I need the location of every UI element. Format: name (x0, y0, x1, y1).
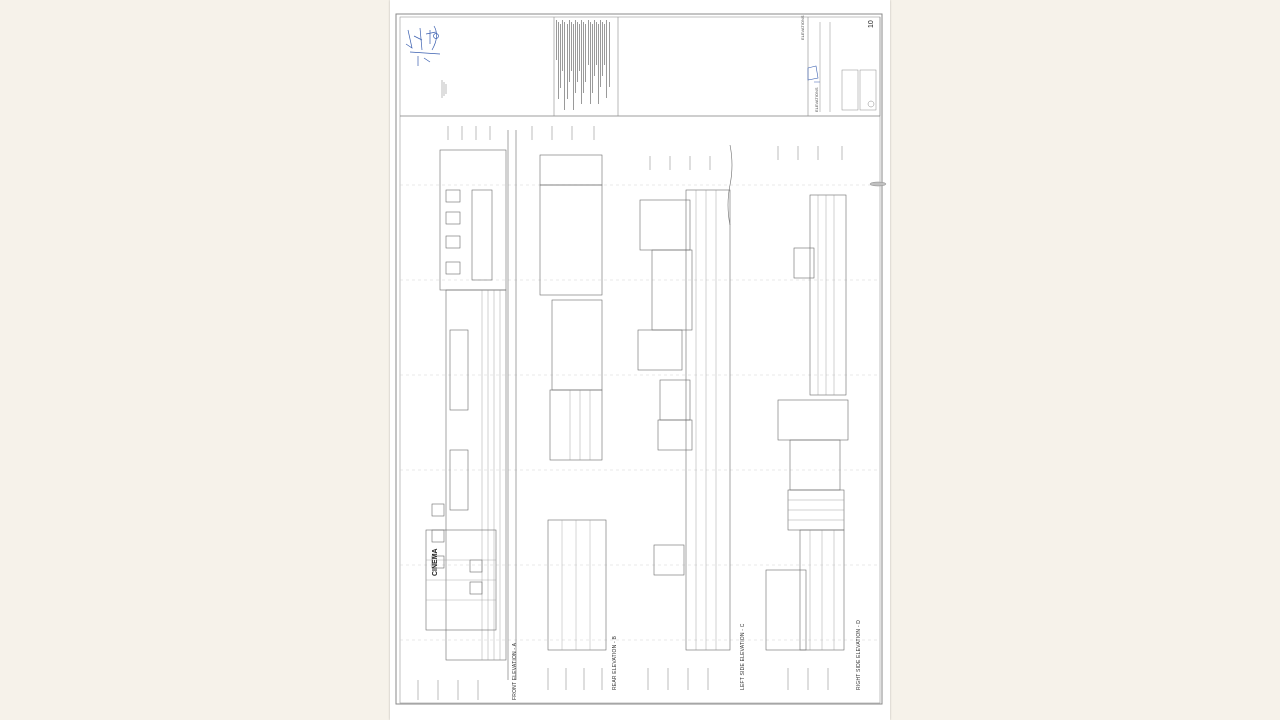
left-elevation-label: LEFT SIDE ELEVATION - C (740, 623, 746, 690)
elevation-c (637, 144, 733, 651)
note-text-line (608, 22, 610, 87)
signature-small (441, 80, 447, 98)
general-notes (552, 16, 612, 114)
elevation-b (539, 154, 607, 651)
note-text-line (572, 24, 574, 110)
note-text-line (600, 20, 602, 87)
sheet-title-label: ELEVATIONS (800, 15, 805, 40)
elevation-d (765, 194, 849, 651)
note-text-line (606, 20, 608, 98)
guide-lines (400, 184, 880, 641)
sheet-outer-border (395, 13, 883, 705)
note-text-line (593, 20, 595, 76)
right-elevation-label: RIGHT SIDE ELEVATION - D (856, 619, 862, 690)
note-text-line (574, 20, 576, 93)
staple-mark (869, 181, 887, 187)
drawing-canvas (395, 13, 887, 705)
sheet-number: 10 (868, 20, 875, 28)
note-text-line (598, 24, 599, 104)
note-text-line (581, 20, 583, 104)
note-text-line (570, 22, 572, 71)
note-text-line (604, 24, 606, 65)
signature-stamp (405, 25, 441, 66)
title-block-stamp (807, 65, 820, 83)
note-text-line (595, 22, 597, 65)
note-text-line (587, 20, 589, 65)
note-text-line (583, 22, 585, 93)
note-text-line (589, 22, 591, 104)
sheet-inner-border (399, 16, 881, 704)
note-text-line (556, 20, 557, 60)
note-text-line (558, 22, 560, 99)
note-text-line (564, 22, 566, 110)
rear-elevation-label: REAR ELEVATION - B (612, 636, 618, 690)
title-block (819, 22, 877, 112)
note-text-line (602, 22, 604, 76)
cinema-label: CINEMA (432, 548, 439, 576)
note-text-line (562, 20, 564, 71)
drawing-sheet: FRONT ELEVATION - A REAR ELEVATION - B L… (390, 0, 890, 720)
note-text-line (566, 24, 568, 99)
note-text-line (560, 24, 562, 88)
note-text-line (577, 22, 578, 82)
note-text-line (585, 24, 587, 82)
level-markers (417, 668, 829, 700)
title-block-heading: ELEVATIONS (814, 87, 819, 112)
note-text-line (591, 24, 593, 93)
elevation-a (425, 130, 517, 680)
level-markers-top (447, 126, 843, 170)
note-text-line (568, 20, 570, 82)
front-elevation-label: FRONT ELEVATION - A (512, 642, 518, 700)
note-text-line (579, 24, 581, 71)
